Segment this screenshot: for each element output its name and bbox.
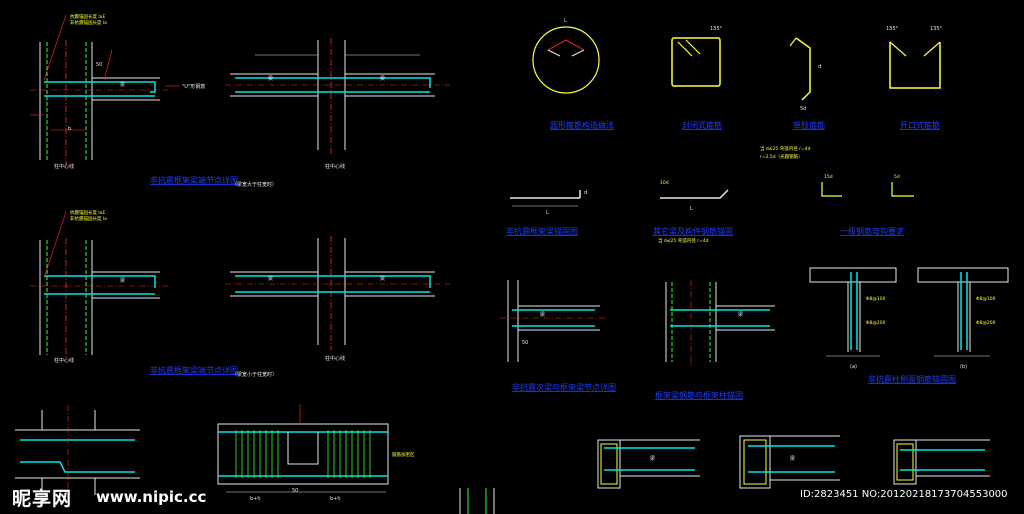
beam-label-10: 梁 bbox=[790, 455, 795, 462]
l-label-a1: L bbox=[546, 210, 549, 216]
beam-label-9: 梁 bbox=[650, 455, 655, 462]
caption-7: 非抗震框架梁锚固图 bbox=[506, 226, 578, 236]
b-label: b bbox=[68, 126, 71, 132]
joint-detail-bottom-left bbox=[15, 405, 140, 500]
beam-label-5: 梁 bbox=[268, 275, 273, 282]
caption-2: 非抗震框架梁端节点详图 bbox=[150, 365, 238, 375]
caption-3: 圆形箍筋构造做法 bbox=[550, 120, 614, 130]
caption-9: 一级钢筋弯钩要求 bbox=[840, 226, 904, 236]
anchor-note-3: 抗震锚固长度 laE bbox=[70, 209, 105, 216]
t-column-detail-b: Φ8@100 Φ8@200 (b) bbox=[917, 267, 1009, 370]
dim-50-c: 50 bbox=[522, 340, 528, 346]
beam-label-2: 梁 bbox=[268, 75, 273, 82]
single-leg-stirrup: 5d d bbox=[789, 37, 821, 112]
beam-label-7: 梁 bbox=[540, 311, 545, 318]
joint-detail-mid-middle: 梁 梁 柱中心线 bbox=[225, 236, 450, 362]
dim-50: 50 bbox=[96, 62, 102, 68]
l-label-a2: L bbox=[690, 206, 693, 212]
col-center-label-3: 柱中心线 bbox=[54, 357, 74, 364]
hook-note-2: 当 d≤25 弯弧内径 r=4d bbox=[760, 145, 811, 152]
dim-15d: 15d bbox=[824, 174, 833, 180]
bottom-right-detail-1: 梁 bbox=[597, 439, 700, 489]
caption-11: 框架梁钢筋与框架柱锚固 bbox=[655, 390, 743, 400]
hook-note-3: r=2.5d（光圆钢筋） bbox=[760, 153, 803, 160]
caption-12: 非抗震柱侧面钢筋锚固图 bbox=[868, 374, 956, 384]
anchor-note-1: 抗震锚固长度 laE bbox=[70, 13, 105, 20]
caption-4: 封闭式箍筋 bbox=[682, 120, 722, 130]
t-column-detail-a: Φ8@100 Φ8@200 (a) bbox=[809, 267, 897, 370]
dim-5d-1: 5d bbox=[800, 106, 806, 112]
bottom-right-detail-3 bbox=[893, 439, 990, 485]
dim-b-h-2: b+h bbox=[330, 496, 341, 502]
phi-8-100-b: Φ8@100 bbox=[976, 296, 996, 302]
caption-8: 其它梁及构件钢筋锚固 bbox=[653, 226, 733, 236]
joint-detail-top-left: 抗震锚固长度 laE 非抗震锚固长度 la 50 梁 "U"形钢筋 b 柱中心线 bbox=[30, 13, 205, 170]
anchor-note-2: 非抗震锚固长度 la bbox=[70, 19, 107, 26]
beam-label: 梁 bbox=[120, 81, 125, 88]
label-a: (a) bbox=[850, 364, 857, 370]
open-stirrup: 135° 135° bbox=[886, 26, 943, 89]
dim-50-b: 50 bbox=[292, 488, 298, 494]
beam-label-3: 梁 bbox=[380, 75, 385, 82]
bottom-right-detail-2: 梁 bbox=[739, 435, 840, 489]
caption-1: 非抗震框架梁端节点详图 bbox=[150, 175, 238, 185]
secondary-beam-detail: 梁 50 bbox=[500, 280, 605, 362]
dim-10d: 10d bbox=[660, 180, 669, 186]
caption-6: 开口式箍筋 bbox=[900, 120, 940, 130]
dim-5d-2: 5d bbox=[894, 174, 900, 180]
hook-note: 当 d≤25 弯弧内径 r=4d bbox=[658, 237, 709, 244]
watermark-site: 昵享网 bbox=[12, 488, 73, 510]
watermark-id: ID:2823451 NO:20120218173704553000 bbox=[800, 489, 1008, 500]
phi-8-100-a: Φ8@100 bbox=[866, 296, 886, 302]
circular-stirrup: L bbox=[532, 18, 600, 94]
anchorage-detail-1: L d bbox=[510, 190, 587, 216]
dim-135-3: 135° bbox=[930, 26, 943, 32]
label-b: (b) bbox=[960, 364, 967, 370]
dim-135-2: 135° bbox=[886, 26, 899, 32]
phi-8-200-a: Φ8@200 bbox=[866, 320, 886, 326]
beam-label-6: 梁 bbox=[380, 275, 385, 282]
phi-8-200-b: Φ8@200 bbox=[976, 320, 996, 326]
joint-detail-mid-left: 抗震锚固长度 laE 非抗震锚固长度 la 梁 柱中心线 bbox=[30, 209, 170, 364]
caption-2-sub: （梁宽小于柱宽时） bbox=[232, 371, 277, 378]
joint-detail-top-middle: 梁 梁 柱中心线 bbox=[225, 38, 450, 170]
caption-10: 非抗震次梁与框架梁节点详图 bbox=[512, 382, 616, 392]
beam-label-8: 梁 bbox=[738, 311, 743, 318]
beam-label-4: 梁 bbox=[120, 277, 125, 284]
beam-stirrup-detail: b+h b+h 50 箍筋加密区 bbox=[217, 404, 415, 502]
hook-requirements: 当 d≤25 弯弧内径 r=4d r=2.5d（光圆钢筋） 15d 5d bbox=[760, 145, 914, 197]
caption-1-sub: （梁宽大于柱宽时） bbox=[232, 181, 277, 188]
anchorage-detail-2: 10d L 当 d≤25 弯弧内径 r=4d bbox=[658, 180, 729, 244]
stirrup-note: 箍筋加密区 bbox=[392, 451, 415, 458]
d-label-1: d bbox=[818, 64, 821, 70]
col-center-label-2: 柱中心线 bbox=[325, 163, 345, 170]
partial-column-bottom bbox=[459, 488, 495, 514]
closed-stirrup: 135° bbox=[671, 26, 723, 87]
u-hook-label: "U"形钢筋 bbox=[182, 83, 205, 90]
l-label-circ: L bbox=[564, 18, 567, 24]
watermark-url: www.nipic.cc bbox=[96, 488, 207, 506]
anchor-note-4: 非抗震锚固长度 la bbox=[70, 215, 107, 222]
col-center-label-4: 柱中心线 bbox=[325, 355, 345, 362]
dim-135-1: 135° bbox=[710, 26, 723, 32]
col-center-label: 柱中心线 bbox=[54, 163, 74, 170]
frame-beam-anchor-detail: 梁 bbox=[665, 280, 775, 366]
dim-b-h-1: b+h bbox=[250, 496, 261, 502]
caption-5: 单肢箍筋 bbox=[793, 120, 825, 130]
d-label-a1: d bbox=[584, 190, 587, 196]
